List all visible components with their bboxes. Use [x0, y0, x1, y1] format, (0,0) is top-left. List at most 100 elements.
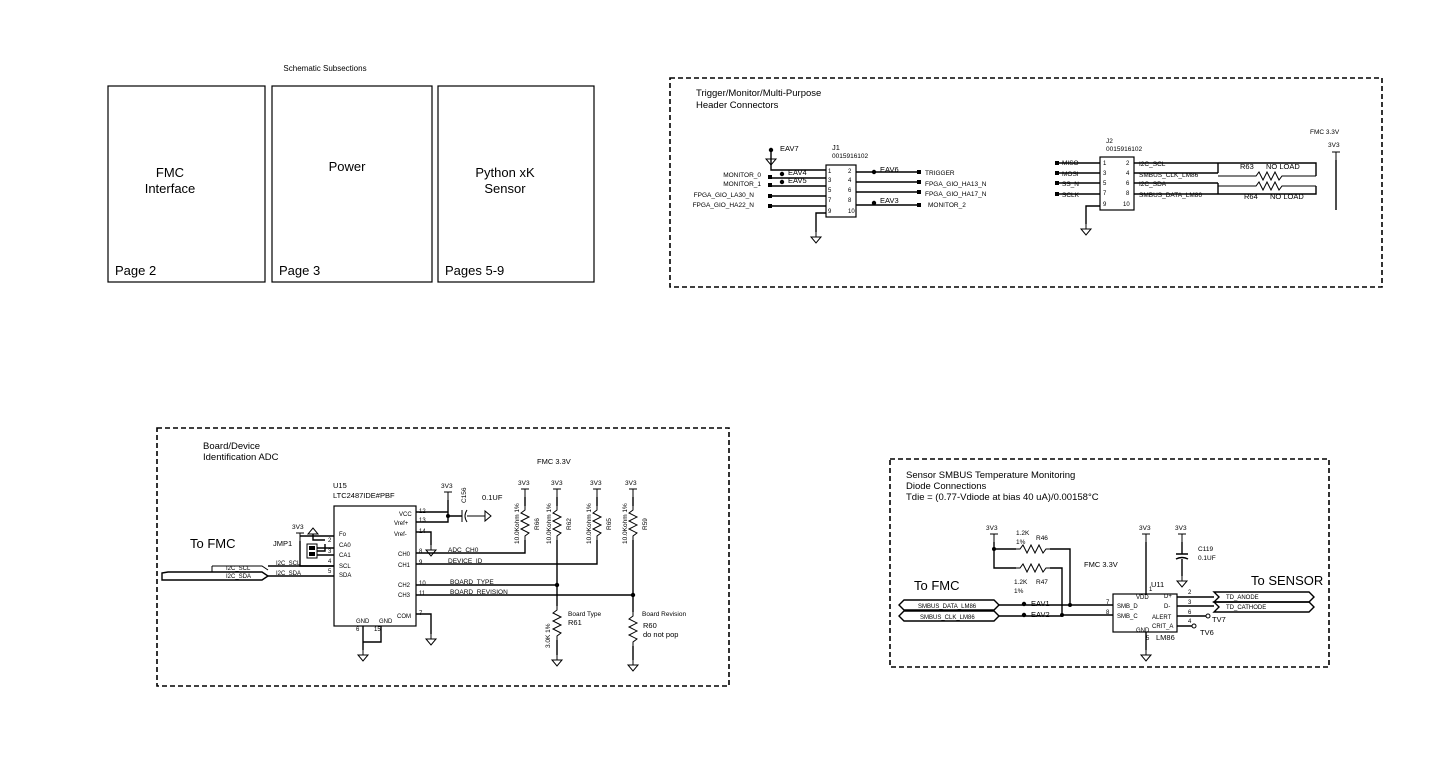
c119-value: 0.1UF	[1198, 555, 1216, 562]
i2csda-label: I2C_SDA	[1139, 181, 1167, 188]
adc-tofmc-label: To FMC	[190, 536, 236, 551]
svg-text:3V3: 3V3	[625, 480, 637, 487]
svg-text:R66: R66	[534, 518, 541, 530]
r47-tol: 1%	[1014, 588, 1024, 595]
svg-text:5: 5	[1103, 181, 1107, 187]
svg-text:10: 10	[1123, 202, 1130, 208]
svg-text:SMBUS_CLK_LM86: SMBUS_CLK_LM86	[920, 615, 975, 621]
subsections-title: Schematic Subsections	[283, 64, 366, 73]
subsection-fmc-label: FMC	[156, 165, 184, 180]
svg-text:GND: GND	[356, 619, 370, 625]
id-adc-panel: Board/Device Identification ADC U15 LTC2…	[156, 427, 730, 687]
adc-i2csda-net: I2C_SDA	[276, 571, 301, 577]
svg-text:10.0Kohm 1%: 10.0Kohm 1%	[586, 503, 593, 544]
eav5-label: EAV5	[788, 176, 807, 185]
svg-text:CH2: CH2	[398, 583, 411, 589]
adc-bus-connector	[161, 571, 270, 581]
subsection-box-fmc	[107, 85, 266, 283]
svg-text:5: 5	[328, 569, 332, 575]
svg-text:D-: D-	[1164, 604, 1170, 610]
svg-text:SDA: SDA	[339, 573, 351, 579]
temp-title-line1: Sensor SMBUS Temperature Monitoring	[906, 470, 1075, 481]
subsection-power-label: Power	[329, 159, 367, 174]
smbus-clk-offpage	[898, 610, 1000, 622]
j2-ref: J2	[1106, 138, 1113, 145]
svg-text:2: 2	[848, 169, 852, 175]
u15-ref: U15	[333, 481, 347, 490]
r60-ref: R60	[643, 621, 657, 630]
miso-label: MISO	[1062, 160, 1079, 167]
svg-text:10.0Kohm 1%: 10.0Kohm 1%	[514, 503, 521, 544]
c156-ref: C156	[461, 487, 468, 503]
eav2-label: EAV2	[1031, 610, 1050, 619]
adc-i2cscl-net: I2C_SCL	[276, 561, 301, 567]
c119-ref: C119	[1198, 546, 1213, 553]
svg-text:6: 6	[1126, 181, 1130, 187]
svg-text:CH1: CH1	[398, 563, 411, 569]
svg-text:8: 8	[848, 198, 852, 204]
adc-i2cscl-offpage: I2C_SCL	[226, 566, 251, 572]
svg-text:4: 4	[1188, 619, 1192, 625]
u15-left-pins: Fo CA0 CA1 SCL SDA 2 3 4 5	[328, 532, 351, 579]
r47-ref: R47	[1036, 579, 1048, 586]
temp-title-line3: Tdie = (0.77-Vdiode at bias 40 uA)/0.001…	[906, 492, 1099, 503]
header-title-line1: Trigger/Monitor/Multi-Purpose	[696, 88, 821, 99]
svg-text:15: 15	[374, 627, 381, 633]
svg-text:9: 9	[828, 209, 832, 215]
trigger-label: TRIGGER	[925, 170, 955, 177]
r46-value: 1.2K	[1016, 530, 1030, 537]
svg-text:1: 1	[828, 169, 832, 175]
subsection-sensor-label: Python xK	[475, 165, 535, 180]
pullup-resistors: 3V3 3V3 3V3 3V3 10.0Kohm 1% R66 10.0Kohm…	[514, 480, 649, 612]
svg-text:SCL: SCL	[339, 564, 351, 570]
monitor2-label: MONITOR_2	[928, 202, 966, 209]
i2cscl-label: I2C_SCL	[1139, 161, 1166, 168]
svg-text:2: 2	[328, 538, 332, 544]
adc-title-line1: Board/Device	[203, 441, 260, 452]
subsection-sensor-label2: Sensor	[484, 181, 526, 196]
svg-text:4: 4	[328, 559, 332, 565]
svg-text:6: 6	[848, 188, 852, 194]
adc-ch0-net: ADC_CH0	[448, 547, 479, 554]
svg-text:R65: R65	[606, 518, 613, 530]
svg-text:3: 3	[1103, 171, 1107, 177]
svg-text:7: 7	[1103, 191, 1107, 197]
svg-text:CH0: CH0	[398, 552, 411, 558]
r46-ref: R46	[1036, 535, 1048, 542]
eav7-label: EAV7	[780, 144, 799, 153]
la30-label: FPGA_GIO_LA30_N	[694, 192, 755, 199]
temp-monitor-panel: Sensor SMBUS Temperature Monitoring Diod…	[889, 458, 1330, 668]
svg-text:6: 6	[1188, 610, 1192, 616]
subsection-box-sensor	[437, 85, 595, 283]
jmp1-3v3-label: 3V3	[292, 524, 304, 531]
temp-title-line2: Diode Connections	[906, 481, 987, 492]
svg-text:GND: GND	[379, 619, 393, 625]
sclk-label: SCLK	[1062, 192, 1080, 199]
svg-text:8: 8	[419, 549, 423, 555]
j1-part: 0015916102	[832, 153, 869, 160]
svg-text:SMB_C: SMB_C	[1117, 614, 1138, 620]
r61-value: 3.0K 1%	[545, 623, 552, 648]
svg-text:2: 2	[1126, 161, 1130, 167]
svg-text:TD_ANODE: TD_ANODE	[1226, 595, 1259, 601]
temp-tosensor-label: To SENSOR	[1251, 573, 1323, 588]
svg-text:SMBUS_DATA_LM86: SMBUS_DATA_LM86	[918, 604, 977, 610]
svg-text:TD_CATHODE: TD_CATHODE	[1226, 605, 1266, 611]
svg-text:6: 6	[356, 627, 360, 633]
r46-tol: 1%	[1016, 539, 1026, 546]
svg-text:CH3: CH3	[398, 593, 411, 599]
svg-text:11: 11	[419, 591, 426, 597]
adc-title-line2: Identification ADC	[203, 452, 279, 463]
j2-connector	[1099, 156, 1135, 211]
svg-text:2: 2	[1188, 590, 1192, 596]
r63-noload: NO LOAD	[1266, 162, 1300, 171]
header-title-line2: Header Connectors	[696, 100, 779, 111]
svg-text:8: 8	[1126, 191, 1130, 197]
u15-part: LTC2487IDE#PBF	[333, 491, 395, 500]
svg-text:4: 4	[848, 178, 852, 184]
svg-text:9: 9	[1103, 202, 1107, 208]
svg-text:Fo: Fo	[339, 532, 347, 538]
adc-panel-border	[156, 427, 730, 687]
svg-text:R62: R62	[566, 518, 573, 530]
